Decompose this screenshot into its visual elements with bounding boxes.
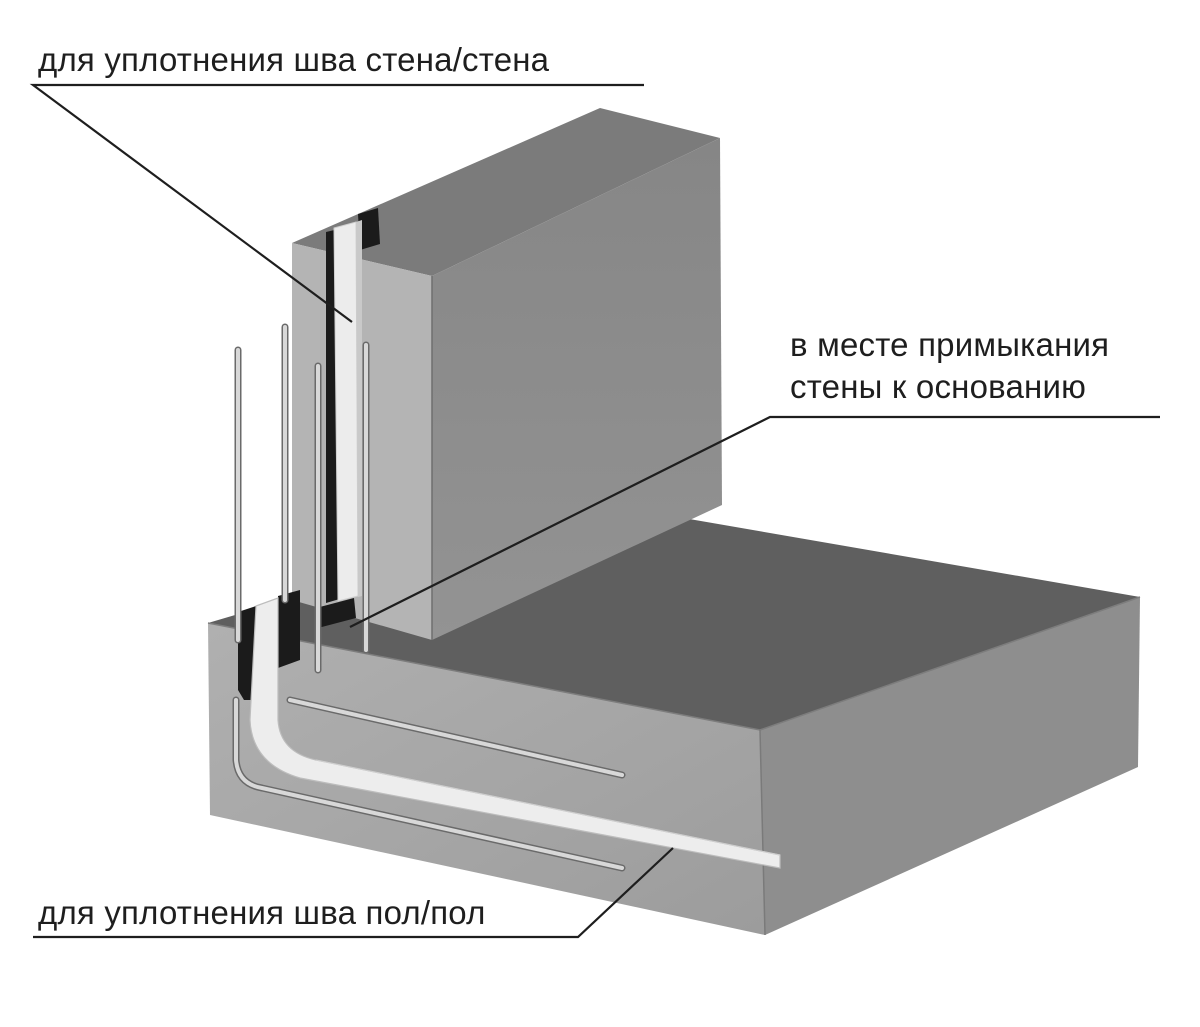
slab-right-face xyxy=(760,597,1140,935)
base-junction-gasket-left xyxy=(238,606,256,700)
base-junction-gasket-right xyxy=(316,598,356,628)
wall-front-face xyxy=(432,138,722,640)
rebar xyxy=(286,696,626,779)
rebar-group xyxy=(232,323,626,872)
floor-joint-tape xyxy=(249,597,781,869)
floor-joint-label: для уплотнения шва пол/пол xyxy=(38,894,486,931)
wall-joint-gasket-cap xyxy=(358,208,380,250)
wall-joint-leader xyxy=(29,83,644,323)
base-junction-leader xyxy=(349,415,1160,628)
slab-front-face xyxy=(208,623,765,935)
floor-joint-leader xyxy=(33,847,674,939)
rebar xyxy=(232,696,626,872)
wall-joint-waterstop xyxy=(326,208,380,603)
wall-joint-tape xyxy=(333,221,359,602)
base-junction-label-line1: в месте примыкания xyxy=(790,326,1110,363)
base-junction-label-line2: стены к основанию xyxy=(790,368,1087,405)
leader-lines xyxy=(29,83,1160,939)
wall-top-face xyxy=(292,108,720,276)
base-junction-waterstop xyxy=(238,590,781,869)
base-junction-gasket-mid xyxy=(278,590,300,668)
wall-joint-label: для уплотнения шва стена/стена xyxy=(38,41,550,78)
